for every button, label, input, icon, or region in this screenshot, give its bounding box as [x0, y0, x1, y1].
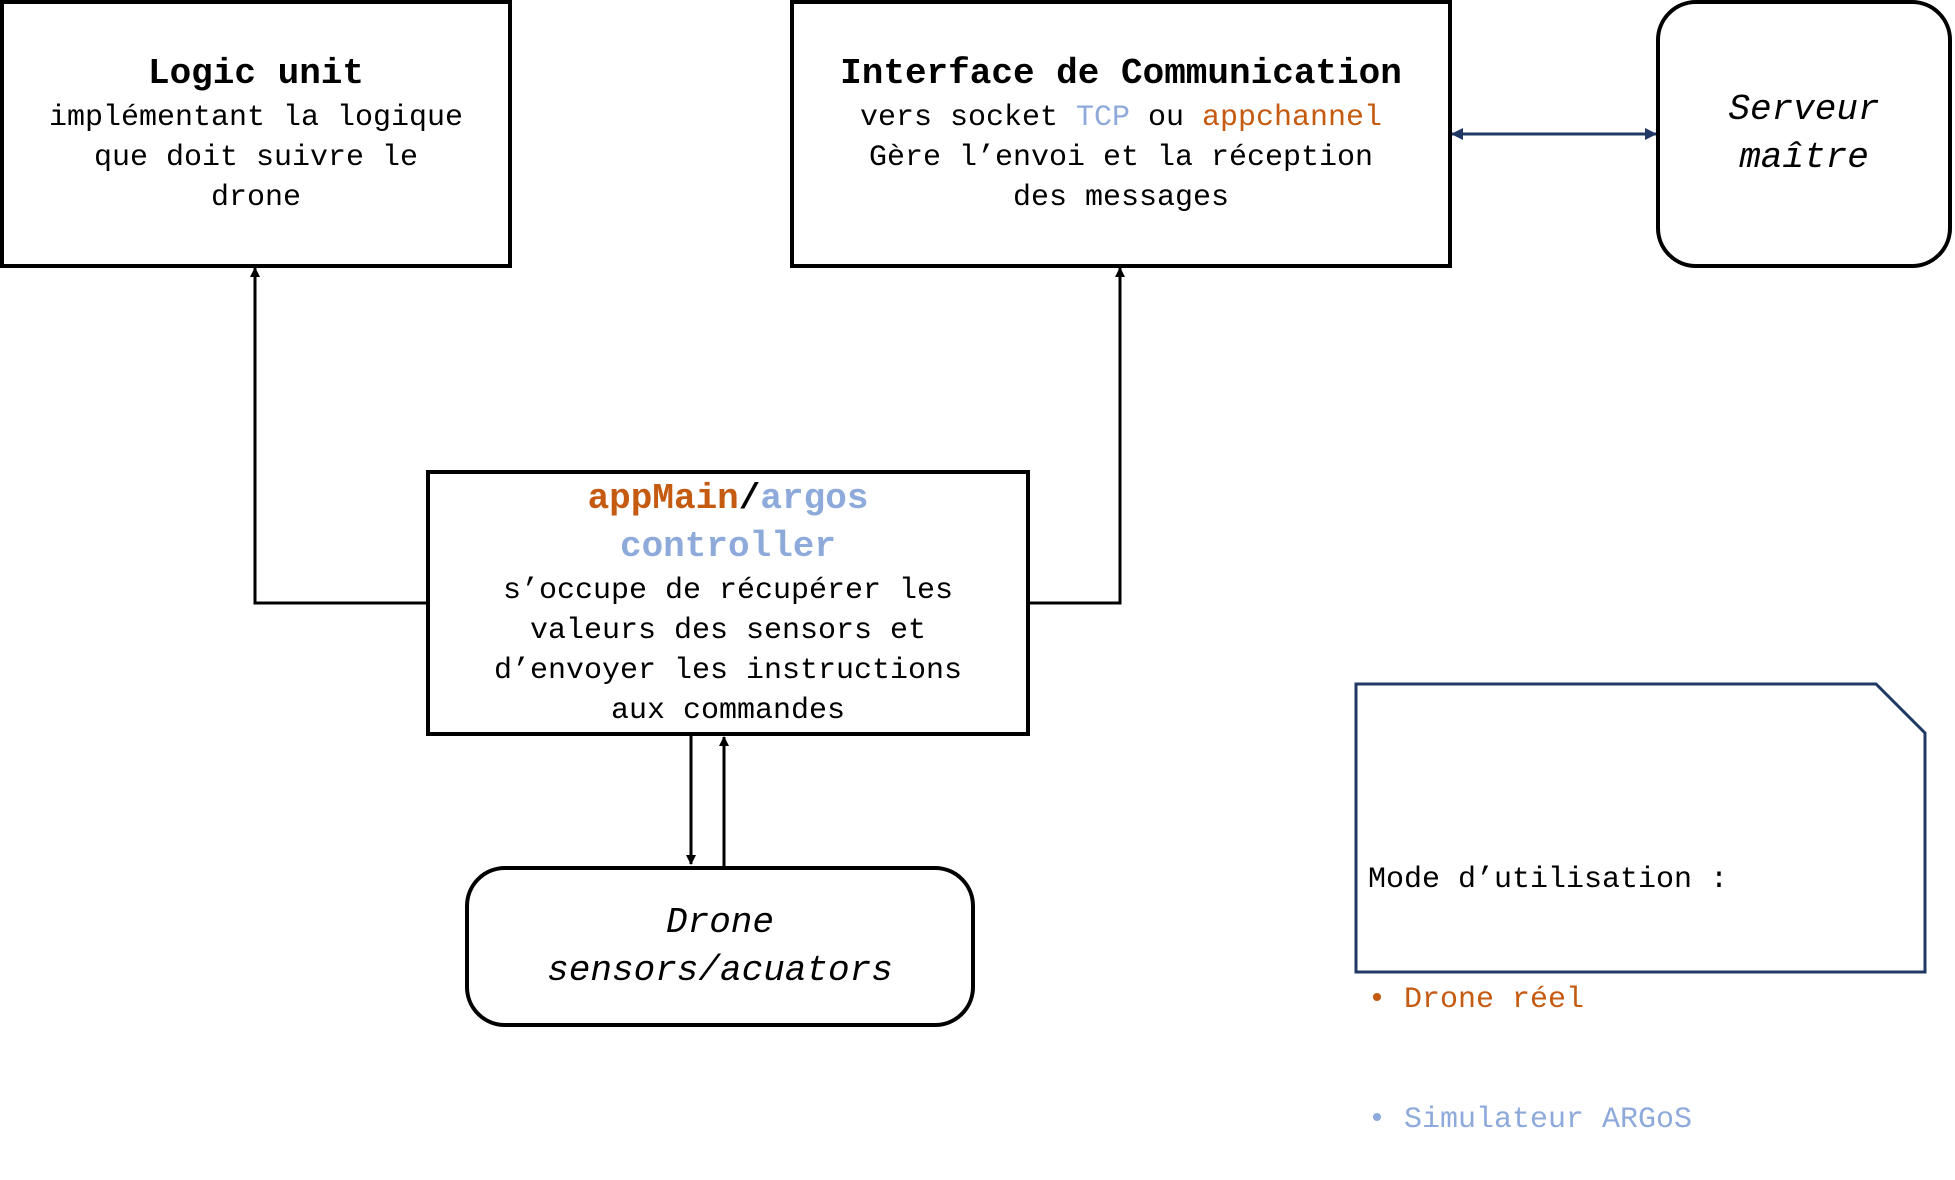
arrow-controller-to-logic-unit — [250, 267, 427, 605]
controller-title-line-2: controller — [619, 526, 837, 567]
controller-line-1: s’occupe de récupérer les — [502, 574, 954, 608]
interface-line-3: des messages — [1012, 181, 1230, 215]
logic-unit-box: Logic unit implémentant la logique que d… — [0, 0, 512, 268]
interface-title: Interface de Communication — [840, 53, 1402, 94]
legend: Mode d’utilisation : • Drone réel • Simu… — [1368, 780, 1728, 1180]
legend-item-drone-reel: • Drone réel — [1368, 983, 1585, 1017]
controller-line-3: d’envoyer les instructions — [493, 654, 963, 688]
connectors — [250, 128, 1927, 974]
legend-item-simulateur-argos: • Simulateur ARGoS — [1368, 1103, 1693, 1137]
arrow-controller-to-interface — [1028, 267, 1125, 605]
controller-box: appMain/argos controller s’occupe de réc… — [426, 470, 1030, 736]
interface-line-1: vers socket TCP ou appchannel — [860, 98, 1382, 138]
legend-note-shape — [1354, 682, 1927, 974]
drone-box: Drone sensors/acuators — [465, 866, 975, 1027]
interface-line-1-mid: ou — [1130, 101, 1203, 135]
interface-box: Interface de Communication vers socket T… — [790, 0, 1452, 268]
drone-line-2: sensors/acuators — [547, 949, 893, 991]
server-line-1: Serveur — [1728, 89, 1880, 130]
appmain-label: appMain — [587, 478, 739, 519]
logic-unit-line-1: implémentant la logique — [48, 101, 464, 135]
logic-unit-line-2: que doit suivre le — [93, 141, 419, 175]
argos-label: argos — [760, 478, 869, 519]
interface-line-1-prefix: vers socket — [859, 101, 1076, 135]
drone-line-1: Drone — [665, 901, 775, 943]
controller-line-2: valeurs des sensors et — [529, 614, 927, 648]
server-box: Serveur maître — [1656, 0, 1952, 268]
controller-title-line-1: appMain/argos — [588, 475, 869, 523]
controller-title-slash: / — [738, 478, 761, 519]
legend-heading: Mode d’utilisation : — [1368, 863, 1729, 897]
logic-unit-title: Logic unit — [147, 53, 365, 94]
server-line-2: maître — [1739, 137, 1869, 178]
tcp-label: TCP — [1075, 101, 1130, 135]
controller-line-4: aux commandes — [610, 694, 846, 728]
interface-line-2: Gère l’envoi et la réception — [868, 141, 1374, 175]
logic-unit-line-3: drone — [210, 181, 301, 215]
appchannel-label: appchannel — [1202, 101, 1383, 135]
